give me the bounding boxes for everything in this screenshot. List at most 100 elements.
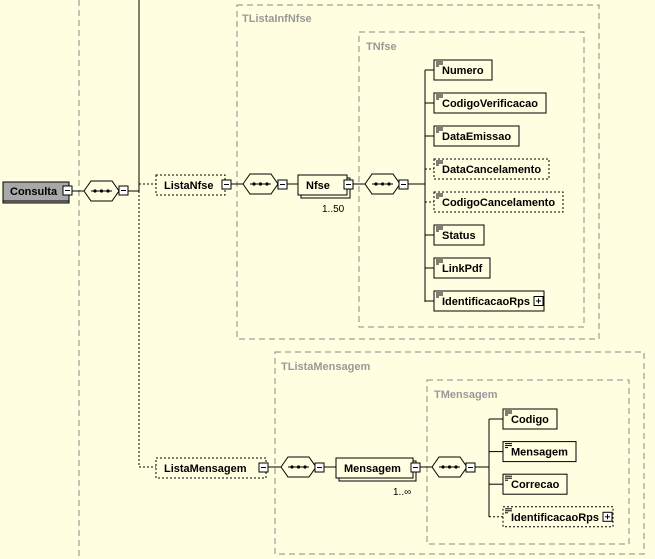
- group-label-lista-mensagem: TListaMensagem: [281, 361, 370, 373]
- element-box: [502, 408, 558, 430]
- sequence-dot: [380, 182, 385, 186]
- plus-icon[interactable]: [602, 511, 613, 522]
- sequence-dot: [303, 465, 307, 469]
- element-label: IdentificacaoRps: [442, 296, 530, 308]
- element-box: [433, 257, 491, 279]
- sequence-dot: [290, 465, 294, 469]
- element-box: [433, 290, 545, 312]
- sequence-root-collapse[interactable]: [118, 185, 129, 196]
- element-type-icon: [505, 410, 512, 416]
- element-label: DataEmissao: [442, 131, 511, 143]
- element-label: IdentificacaoRps: [511, 512, 599, 524]
- element-mensagem[interactable]: Mensagem: [489, 441, 577, 463]
- sequence-dot: [258, 182, 263, 186]
- sequence-compositor-lista-nfse[interactable]: [242, 173, 279, 195]
- element-type-icon: [436, 127, 443, 133]
- sequence-dot: [99, 189, 104, 193]
- element-type-icon: [436, 94, 443, 100]
- element-linkpdf[interactable]: LinkPdf: [425, 257, 491, 279]
- group-box-lista-mensagem: [274, 351, 645, 555]
- lista-nfse-collapse[interactable]: [221, 179, 232, 190]
- sequence-nfse-collapse[interactable]: [398, 179, 409, 190]
- element-type-icon: [436, 259, 443, 265]
- sequence-lista-nfse-collapse[interactable]: [277, 179, 288, 190]
- sequence-lista-mensagem-collapse[interactable]: [314, 462, 325, 473]
- group-box-mensagem: [426, 379, 630, 545]
- mensagem-collapse[interactable]: [410, 462, 421, 473]
- sequence-dot: [374, 182, 378, 186]
- element-codigo[interactable]: Codigo: [489, 408, 558, 430]
- nfse-children: NumeroCodigoVerificacaoDataEmissaoDataCa…: [425, 59, 564, 312]
- nfse-collapse[interactable]: [343, 179, 354, 190]
- element-nfse[interactable]: Nfse 1..50: [297, 174, 351, 215]
- group-label-nfse: TNfse: [366, 41, 397, 53]
- element-box: [433, 125, 520, 147]
- element-label: DataCancelamento: [442, 164, 541, 176]
- element-type-icon: [436, 160, 443, 166]
- element-label: LinkPdf: [442, 263, 483, 275]
- sequence-compositor-mensagem[interactable]: [431, 456, 468, 478]
- plus-icon[interactable]: [533, 296, 544, 306]
- root-element-label: Consulta: [10, 186, 58, 198]
- sequence-compositor-root[interactable]: [83, 180, 120, 202]
- element-codigocancelamento[interactable]: CodigoCancelamento: [425, 191, 564, 213]
- element-box: [433, 224, 485, 246]
- nfse-label: Nfse: [306, 180, 330, 192]
- element-lista-nfse[interactable]: ListaNfse: [155, 174, 226, 196]
- element-type-icon: [505, 508, 512, 514]
- root-collapse-toggle[interactable]: [62, 185, 73, 196]
- element-type-icon: [436, 292, 443, 298]
- element-codigoverificacao[interactable]: CodigoVerificacao: [425, 92, 547, 114]
- element-box: [502, 441, 577, 463]
- sequence-dot: [296, 465, 301, 469]
- group-box-nfse: [358, 31, 585, 328]
- root-element-consulta[interactable]: Consulta: [2, 181, 70, 204]
- sequence-compositor-nfse[interactable]: [364, 173, 401, 195]
- element-type-icon: [436, 193, 443, 199]
- element-label: CodigoVerificacao: [442, 98, 538, 110]
- element-box: [433, 158, 550, 180]
- element-type-icon: [436, 61, 443, 67]
- lista-mensagem-collapse[interactable]: [258, 462, 269, 473]
- nfse-occurrence: 1..50: [322, 204, 345, 215]
- element-numero[interactable]: Numero: [425, 59, 493, 81]
- sequence-dot: [441, 465, 445, 469]
- element-label: Status: [442, 230, 476, 242]
- element-label: Codigo: [511, 414, 549, 426]
- sequence-compositor-lista-mensagem[interactable]: [280, 456, 317, 478]
- sequence-dot: [252, 182, 256, 186]
- element-box: [433, 191, 564, 213]
- element-label: Numero: [442, 65, 484, 77]
- sequence-dot: [93, 189, 97, 193]
- sequence-dot: [265, 182, 269, 186]
- sequence-mensagem-collapse[interactable]: [465, 462, 476, 473]
- group-label-lista-inf-nfse: TListaInfNfse: [242, 13, 312, 25]
- element-identificacaorps[interactable]: IdentificacaoRps: [489, 506, 614, 528]
- element-box: [502, 473, 568, 495]
- lista-nfse-box: [155, 174, 226, 196]
- lista-nfse-label: ListaNfse: [164, 180, 214, 192]
- element-dataemissao[interactable]: DataEmissao: [425, 125, 520, 147]
- lista-mensagem-label: ListaMensagem: [164, 463, 247, 475]
- element-label: Correcao: [511, 479, 560, 491]
- sequence-dot: [454, 465, 458, 469]
- element-lista-mensagem[interactable]: ListaMensagem: [155, 457, 267, 479]
- mensagem-occurrence: 1..∞: [393, 487, 411, 498]
- element-identificacaorps[interactable]: IdentificacaoRps: [425, 290, 545, 312]
- element-type-icon: [436, 226, 443, 232]
- element-type-icon: [505, 443, 512, 449]
- sequence-dot: [106, 189, 110, 193]
- element-label: Mensagem: [511, 447, 568, 459]
- element-box: [433, 59, 493, 81]
- element-correcao[interactable]: Correcao: [489, 473, 568, 495]
- group-label-mensagem: TMensagem: [434, 389, 498, 401]
- element-status[interactable]: Status: [425, 224, 485, 246]
- element-mensagem[interactable]: Mensagem 1..∞: [335, 457, 417, 498]
- element-box: [502, 506, 614, 528]
- sequence-dot: [447, 465, 452, 469]
- element-datacancelamento[interactable]: DataCancelamento: [425, 158, 550, 180]
- element-label: CodigoCancelamento: [442, 197, 555, 209]
